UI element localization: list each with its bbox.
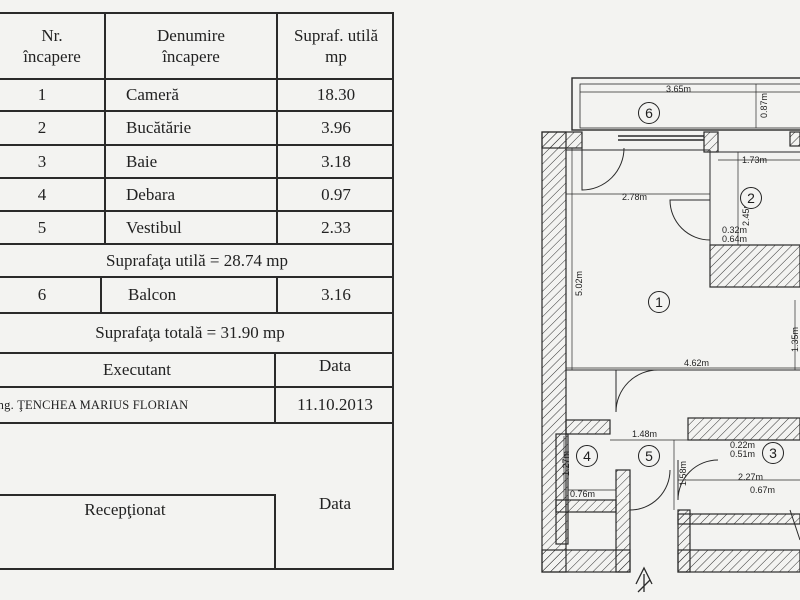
received-date-label: Data	[318, 494, 352, 514]
balcony-area: 3.16	[321, 285, 351, 305]
table-col-rule	[104, 12, 106, 244]
dim-kitchen-width: 1.73m	[742, 155, 768, 165]
header-useful-area: Supraf. utilă mp	[293, 25, 379, 66]
table-rule	[0, 312, 394, 314]
table-rule	[0, 177, 394, 179]
table-col-rule	[100, 276, 102, 313]
room-number: 3	[37, 151, 47, 171]
executant-date: 11.10.2013	[297, 395, 373, 415]
room-area: 18.30	[316, 85, 356, 105]
table-col-rule	[276, 12, 278, 244]
executant-name: ing. ŢENCHEA MARIUS FLORIAN	[0, 397, 189, 412]
dim-right-partial: 1.35m	[790, 326, 800, 352]
header-room-number: Nr. încapere	[23, 25, 81, 66]
dim-bath-small: 0.67m	[750, 485, 776, 495]
header-room-name: Denumire încapere	[157, 25, 225, 66]
dim-room-height: 5.02m	[574, 270, 584, 296]
table-rule	[0, 243, 394, 245]
room-number: 5	[37, 217, 47, 237]
table-border-top	[0, 12, 394, 14]
room-area: 2.33	[321, 217, 351, 237]
date-label: Data	[318, 356, 352, 376]
dim-balcony-width: 3.65m	[666, 84, 692, 94]
table-border-right	[392, 12, 394, 570]
room-name: Debara	[126, 184, 176, 204]
room-number: 1	[37, 85, 47, 105]
table-border-bottom	[0, 568, 394, 570]
room-number: 4	[37, 184, 47, 204]
table-rule	[0, 78, 394, 80]
table-rule	[0, 144, 394, 146]
table-col-rule	[276, 276, 278, 313]
dim-storage-width: 0.76m	[570, 489, 596, 499]
table-rule	[0, 110, 394, 112]
dim-bath-niche: 0.22m 0.51m	[730, 440, 756, 459]
table-col-rule	[274, 352, 276, 422]
room-marker-kitchen: 2	[740, 187, 762, 209]
room-marker-balcony: 6	[638, 102, 660, 124]
useful-area-total: Suprafaţa utilă = 28.74 mp	[106, 250, 288, 270]
dim-storage-height: 1.27m	[561, 450, 571, 476]
room-area: 0.97	[321, 184, 351, 204]
room-marker-room: 1	[648, 291, 670, 313]
dim-room-width: 4.62m	[684, 358, 710, 368]
room-marker-hall: 5	[638, 445, 660, 467]
room-area-table: Nr. încapere Denumire încapere Supraf. u…	[0, 12, 394, 570]
room-marker-bath: 3	[762, 442, 784, 464]
room-name: Baie	[126, 151, 158, 171]
table-rule	[0, 276, 394, 278]
room-name: Cameră	[126, 85, 179, 105]
room-number: 2	[37, 118, 47, 138]
dim-room-width-top: 2.78m	[622, 192, 648, 202]
balcony-name: Balcon	[128, 285, 177, 305]
table-rule	[0, 422, 394, 424]
dim-kitchen-niche: 0.32m 0.64m	[722, 225, 748, 244]
table-rule	[0, 386, 394, 388]
room-marker-storage: 4	[576, 445, 598, 467]
floor-plan-drawing	[541, 77, 800, 593]
total-area: Suprafaţa totală = 31.90 mp	[95, 323, 285, 343]
floor-plan: 3.65m 0.87m 1.73m 2.45m 2.78m 5.02m 4.62…	[420, 40, 800, 600]
room-area: 3.18	[321, 151, 351, 171]
room-name: Bucătărie	[126, 118, 192, 138]
table-rule	[0, 210, 394, 212]
table-col-rule	[274, 494, 276, 570]
room-name: Vestibul	[126, 217, 182, 237]
executant-label: Executant	[103, 360, 171, 380]
received-label: Recepţionat	[84, 500, 166, 520]
table-rule	[0, 494, 276, 496]
balcony-number: 6	[37, 285, 47, 305]
dim-bath-width: 2.27m	[738, 472, 764, 482]
dim-hall-height: 1.58m	[678, 460, 688, 486]
dim-hall-width: 1.48m	[632, 429, 658, 439]
room-area: 3.96	[321, 118, 351, 138]
table-rule	[0, 352, 394, 354]
dim-balcony-depth: 0.87m	[759, 92, 769, 118]
